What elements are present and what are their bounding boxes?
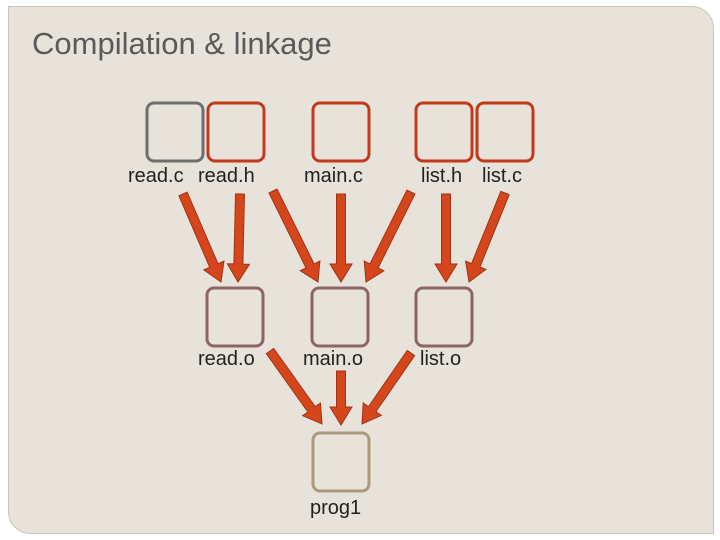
node-box-prog1	[311, 431, 371, 493]
node-box-read-o	[205, 286, 265, 348]
node-box-main-o	[310, 286, 370, 348]
arrow-read-h-to-main-o	[268, 188, 321, 283]
arrow-list-c-to-list-o	[464, 190, 510, 283]
node-box-main-c	[311, 101, 371, 163]
node-label-main-o: main.o	[303, 348, 364, 370]
node-label-main-c: main.c	[304, 165, 363, 187]
slide-background	[8, 6, 714, 534]
node-label-list-o: list.o	[420, 348, 462, 370]
node-box-read-h	[206, 101, 266, 163]
arrow-main-c-to-main-o	[329, 193, 353, 283]
arrow-list-h-to-list-o	[434, 193, 458, 283]
node-label-list-c: list.c	[482, 165, 522, 187]
node-box-list-h	[414, 101, 474, 163]
node-label-prog1: prog1	[310, 497, 362, 519]
arrow-read-c-to-read-o	[178, 191, 225, 283]
node-label-read-o: read.o	[198, 348, 255, 370]
arrow-read-o-to-prog1	[265, 347, 323, 425]
arrow-read-h-to-read-o	[226, 193, 251, 283]
node-label-read-h: read.h	[198, 165, 255, 187]
node-label-list-h: list.h	[421, 165, 463, 187]
node-label-read-c: read.c	[128, 165, 184, 187]
arrow-list-o-to-prog1	[361, 349, 416, 425]
arrow-main-o-to-prog1	[329, 370, 353, 426]
node-box-list-o	[414, 286, 474, 348]
node-box-read-c	[145, 101, 205, 163]
node-box-list-c	[475, 101, 535, 163]
arrow-list-h-to-main-o	[363, 189, 416, 283]
slide-title: Compilation & linkage	[32, 26, 332, 61]
